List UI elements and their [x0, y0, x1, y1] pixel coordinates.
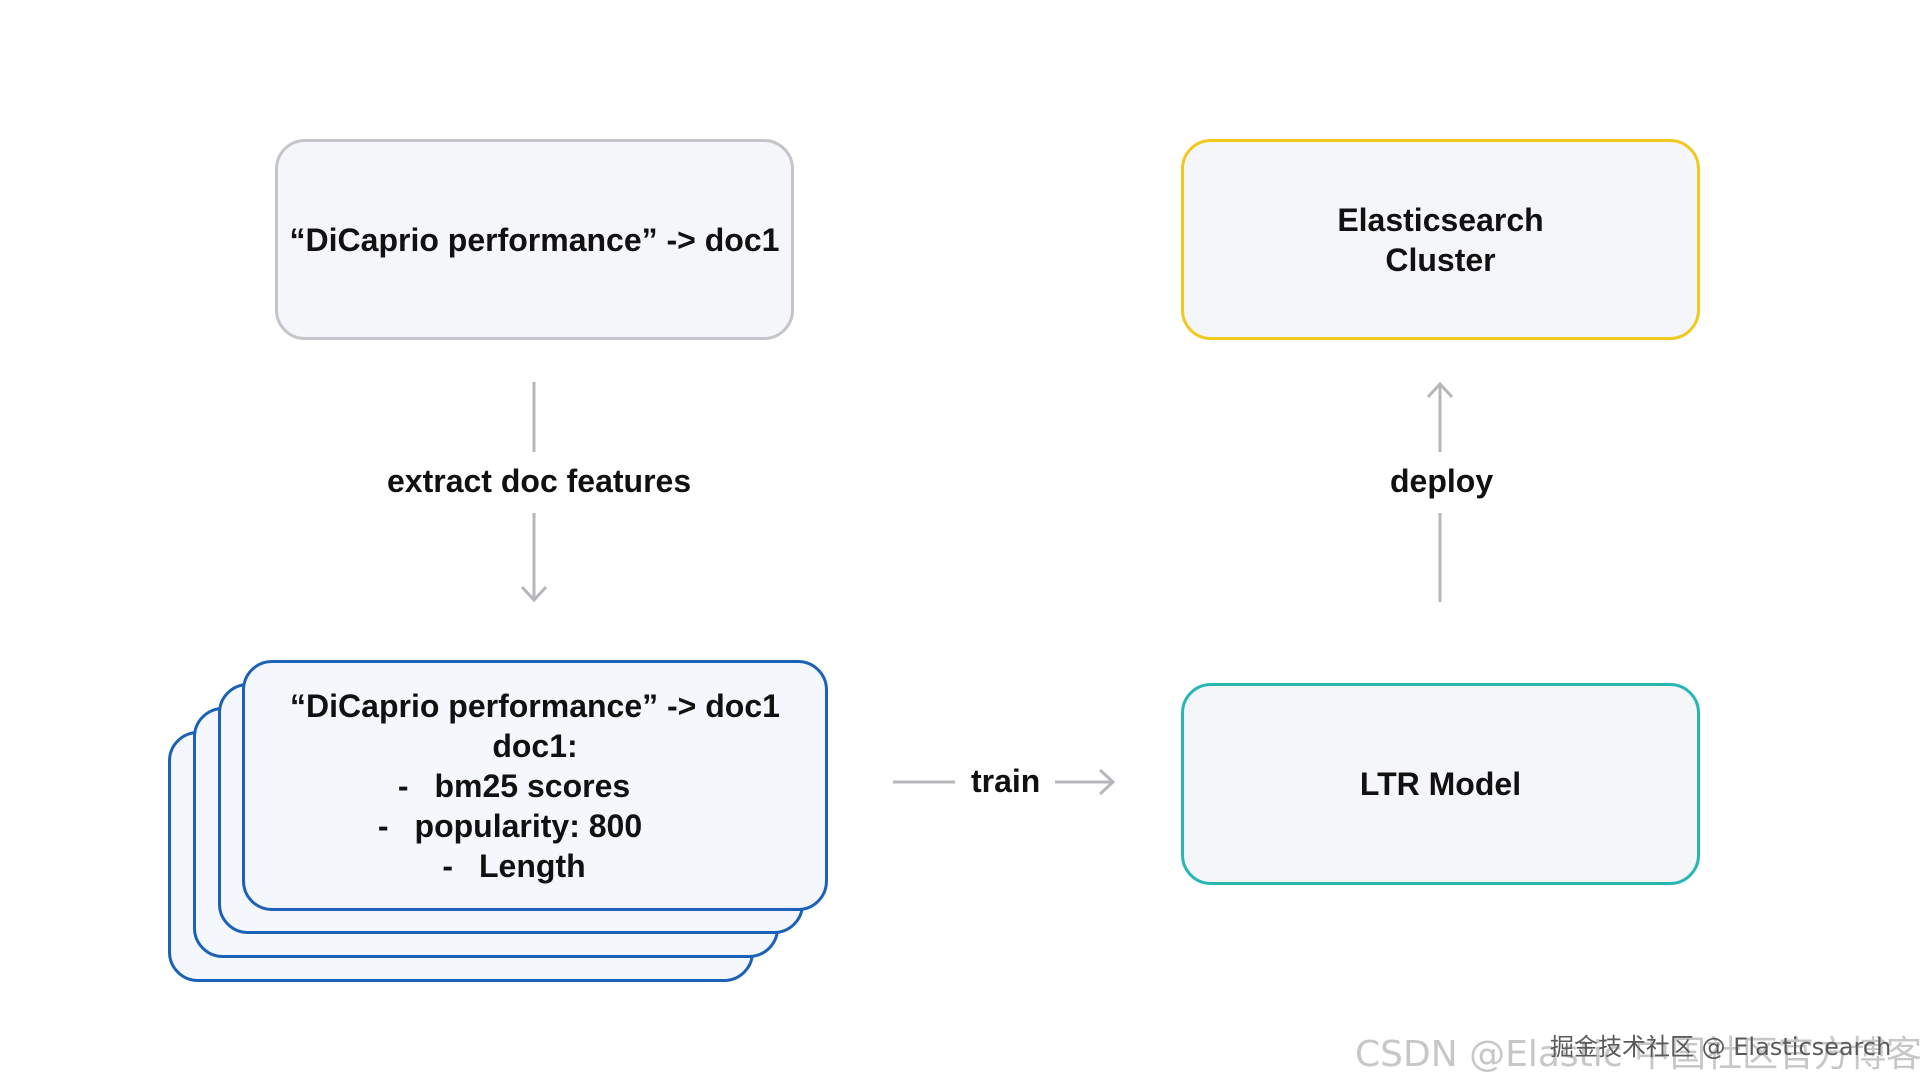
query-doc-text: “DiCaprio performance” -> doc1 [289, 221, 780, 258]
feature-bullet: - [442, 847, 453, 884]
extract-arrow-head [520, 585, 548, 603]
elasticsearch-cluster-box: Elasticsearch Cluster [1181, 139, 1700, 340]
feature-length: Length [479, 847, 586, 884]
csdn-watermark: CSDN @Elastic 中国社区官方博客 [1355, 1034, 1920, 1075]
juejin-watermark: 掘金技术社区 @ Elasticsearch [1550, 1033, 1892, 1061]
features-query-line: “DiCaprio performance” -> doc1 [290, 687, 780, 724]
feature-bm25: bm25 scores [434, 767, 631, 804]
cluster-line-2: Cluster [1385, 241, 1496, 278]
train-arrow-head [1098, 768, 1116, 796]
feature-item: -Length [442, 846, 585, 886]
train-label: train [971, 761, 1041, 801]
ltr-model-box: LTR Model [1181, 683, 1700, 885]
feature-bullet: - [377, 807, 389, 844]
feature-bullet: - [397, 767, 409, 804]
feature-item: -popularity: 800 [378, 806, 642, 846]
deploy-arrow-head [1426, 381, 1454, 399]
extract-doc-features-label: extract doc features [387, 461, 692, 501]
query-doc-box: “DiCaprio performance” -> doc1 [275, 139, 794, 340]
feature-popularity: popularity: 800 [414, 807, 643, 844]
doc-features-box: “DiCaprio performance” -> doc1 doc1: -bm… [242, 660, 828, 911]
cluster-line-1: Elasticsearch [1337, 201, 1544, 238]
ltr-model-text: LTR Model [1359, 766, 1522, 802]
features-doc-line: doc1: [492, 727, 578, 764]
feature-item: -bm25 scores [398, 766, 630, 806]
deploy-label: deploy [1390, 461, 1494, 501]
